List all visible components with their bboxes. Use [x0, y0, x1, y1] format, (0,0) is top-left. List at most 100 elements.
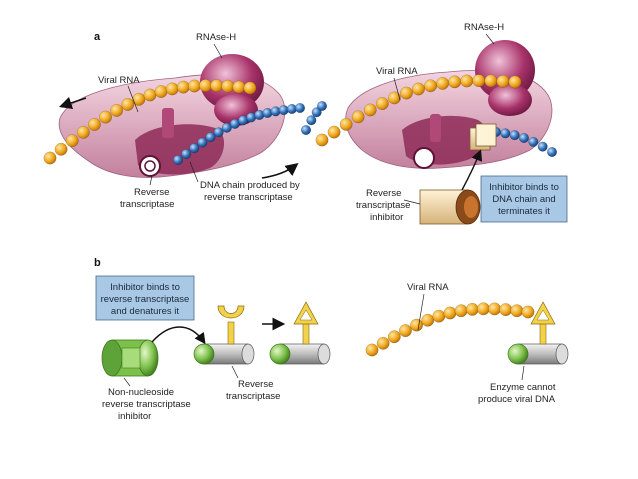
- rna-bead: [510, 304, 524, 318]
- rna-bead: [410, 318, 424, 332]
- dna-bead: [311, 107, 322, 118]
- rna-bead: [176, 80, 190, 94]
- dna-bead: [189, 143, 200, 154]
- rna-bead: [339, 117, 353, 131]
- nnrti-label-line2: reverse transcriptase: [102, 399, 191, 410]
- rna-bead: [436, 76, 450, 90]
- rt-thumb: [162, 108, 174, 138]
- rna-bead: [210, 79, 224, 93]
- viral-rna-strand-left: [43, 79, 257, 165]
- rna-bead: [424, 79, 438, 93]
- rna-bead: [376, 336, 390, 350]
- rna-bead: [484, 74, 498, 88]
- nnrti-label-line1: Non-nucleoside: [108, 387, 174, 398]
- rna-bead: [351, 110, 365, 124]
- rna-direction-arrow: [58, 96, 87, 110]
- rna-bead: [315, 133, 329, 147]
- rt-label-line2: transcriptase: [120, 199, 174, 210]
- rnase-h-label: RNAse-H: [196, 32, 236, 43]
- rt-b-leader: [231, 365, 239, 379]
- rna-bead: [327, 125, 341, 139]
- rna-bead: [121, 98, 135, 111]
- rnase-h-leader-right: [485, 33, 495, 45]
- rna-bead: [472, 74, 486, 88]
- rna-bead: [65, 134, 79, 148]
- nnrti-leader: [123, 377, 131, 387]
- nnrti-label-line3: inhibitor: [118, 411, 151, 422]
- dna-bead: [294, 102, 306, 114]
- dna-chain-fragment: [300, 100, 328, 136]
- denature-callout: Inhibitor binds to reverse transcriptase…: [95, 275, 195, 321]
- rna-bead: [432, 309, 446, 323]
- rna-bead: [399, 86, 413, 100]
- viral-rna-label: Viral RNA: [98, 75, 140, 86]
- rna-bead: [87, 117, 101, 131]
- rna-bead: [43, 151, 57, 165]
- viral-rna-label-right: Viral RNA: [376, 66, 418, 77]
- rt-active-site-ring: [144, 160, 156, 172]
- chain-terminator-block: [469, 123, 497, 151]
- rna-bead: [243, 81, 257, 95]
- rna-bead: [412, 82, 425, 96]
- dna-direction-arrow: [261, 163, 299, 179]
- rna-bead: [460, 74, 474, 88]
- rt-b-label-line1: Reverse: [238, 379, 273, 390]
- rna-bead: [110, 103, 124, 117]
- dna-bead: [300, 124, 312, 136]
- dna-bead: [537, 141, 548, 152]
- rt-label-line1: Reverse: [134, 187, 169, 198]
- dna-bead: [509, 130, 520, 141]
- viral-rna-leader-right: [393, 77, 401, 101]
- nrti-label-line3: inhibitor: [370, 212, 403, 223]
- dna-bead: [528, 136, 539, 147]
- rna-bead: [132, 92, 146, 106]
- viral-rna-label-b: Viral RNA: [407, 282, 449, 293]
- denature-callout-line2: reverse transcriptase: [101, 294, 190, 305]
- denature-callout-line3: and denatures it: [111, 306, 179, 317]
- dna-bead: [316, 100, 328, 112]
- chain-callout-line3: terminates it: [498, 206, 550, 217]
- dna-leader: [189, 161, 199, 183]
- dna-bead: [197, 137, 208, 148]
- rt-b-label-line2: transcriptase: [226, 391, 280, 402]
- chain-callout-line2: DNA chain and: [492, 194, 555, 205]
- denature-callout-line1: Inhibitor binds to: [110, 282, 180, 293]
- dna-bead: [546, 146, 558, 158]
- rna-bead: [476, 302, 490, 316]
- inactive-reverse-transcriptase: [507, 343, 569, 365]
- rna-bead: [221, 79, 235, 93]
- rt-active-site-icon: [139, 155, 161, 177]
- enzyme-leader: [521, 365, 525, 381]
- bound-inhibitor-triangle-icon-b: [530, 301, 556, 345]
- rt-leader: [149, 175, 153, 186]
- chain-termination-callout: Inhibitor binds to DNA chain and termina…: [480, 175, 568, 223]
- rna-bead: [154, 85, 168, 98]
- reverse-transcriptase-inhibitor-icon: [419, 189, 481, 225]
- chain-callout-line1: Inhibitor binds to: [489, 182, 559, 193]
- rna-bead: [165, 82, 179, 96]
- dna-label-line1: DNA chain produced by: [200, 180, 300, 191]
- rna-bead: [496, 74, 510, 88]
- rna-bead: [443, 306, 457, 320]
- dna-bead: [213, 127, 224, 138]
- nrti-leader: [403, 199, 421, 205]
- rna-bead: [508, 75, 522, 89]
- rna-bead: [454, 304, 468, 318]
- nrti-label-line1: Reverse: [366, 188, 401, 199]
- dna-bead: [229, 118, 240, 129]
- panel-b-letter: b: [94, 257, 101, 269]
- dna-bead: [172, 154, 184, 166]
- rna-bead: [421, 313, 435, 327]
- reverse-transcriptase-cylinder-2: [269, 343, 331, 365]
- denatured-inhibitor-triangle-icon: [293, 301, 319, 345]
- rna-bead: [499, 303, 513, 317]
- rna-bead: [387, 330, 401, 344]
- rna-bead: [99, 110, 113, 124]
- bound-inhibitor-y-icon: [217, 305, 245, 345]
- enzyme-label-line1: Enzyme cannot: [490, 382, 556, 393]
- rna-bead: [387, 91, 401, 105]
- dna-bead: [205, 132, 216, 143]
- viral-rna-strand-right: [315, 74, 522, 147]
- dna-chain-left: [172, 102, 306, 166]
